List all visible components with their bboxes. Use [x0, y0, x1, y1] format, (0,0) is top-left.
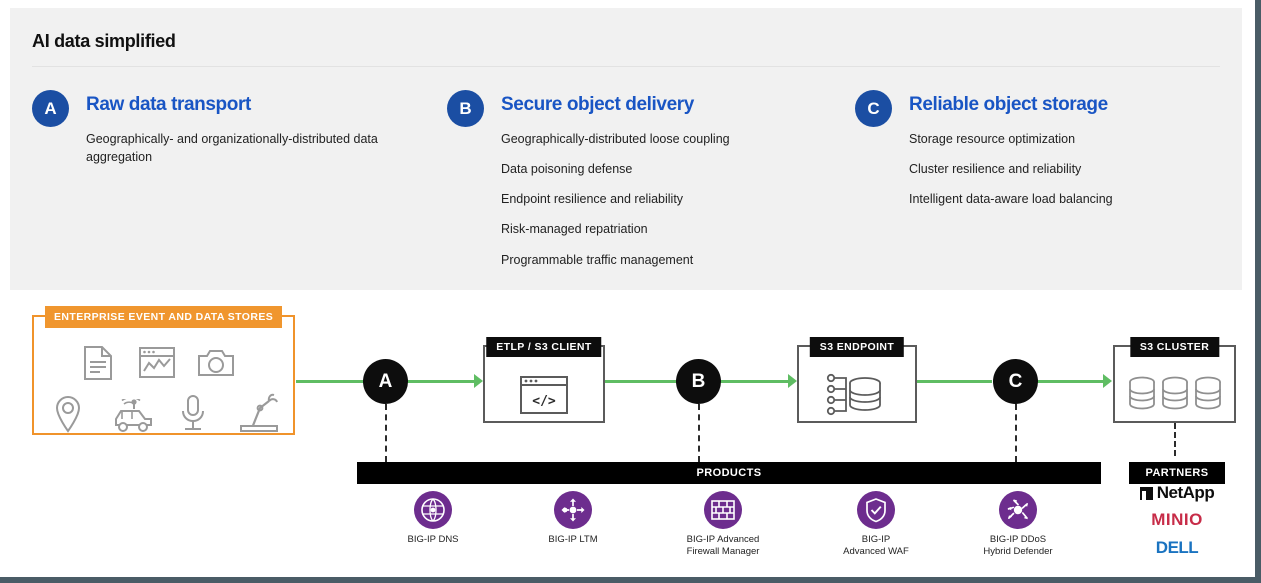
node-s3-endpoint: S3 ENDPOINT — [797, 337, 917, 423]
partner-label: NetApp — [1156, 483, 1215, 502]
partner-netapp: NetApp — [1117, 483, 1237, 503]
product-bigip-dns: BIG-IP DNS — [373, 491, 493, 546]
flow-line-segment — [407, 380, 474, 383]
connected-car-icon — [110, 396, 158, 440]
column-heading-c: Reliable object storage — [909, 94, 1108, 115]
partners-bar: PARTNERS — [1129, 462, 1225, 484]
chart-window-icon — [138, 346, 176, 384]
bullet-item: Cluster resilience and reliability — [909, 162, 1082, 177]
badge-b: B — [447, 90, 484, 127]
flow-line-segment — [916, 380, 992, 383]
shield-check-icon — [857, 491, 895, 529]
flow-line-segment — [1037, 380, 1103, 383]
dashed-connector — [1015, 404, 1017, 462]
svg-text:</>: </> — [532, 394, 556, 409]
enterprise-icon-group — [34, 333, 297, 438]
node-label: S3 CLUSTER — [1129, 337, 1220, 357]
partner-dell: DELL — [1117, 538, 1237, 558]
node-label: ETLP / S3 CLIENT — [486, 337, 602, 357]
robot-arm-icon — [238, 392, 282, 439]
column-bullets-c: Storage resource optimization Cluster re… — [909, 130, 1249, 208]
stage-circle-b: B — [676, 359, 721, 404]
column-heading-a: Raw data transport — [86, 94, 251, 115]
bullet-item: Endpoint resilience and reliability — [501, 192, 684, 207]
node-etlp-s3-client: ETLP / S3 CLIENT </> — [483, 337, 605, 423]
camera-icon — [197, 348, 235, 383]
enterprise-data-stores-label: ENTERPRISE EVENT AND DATA STORES — [45, 306, 283, 328]
document-icon — [82, 345, 114, 386]
product-label-line2: Firewall Manager — [686, 545, 760, 557]
product-bigip-ddos-hybrid-defender: BIG-IP DDoS Hybrid Defender — [958, 491, 1078, 558]
code-window-icon: </> — [485, 373, 603, 417]
product-label-line1: BIG-IP Advanced — [686, 534, 760, 545]
product-label-line2: Advanced WAF — [843, 545, 909, 557]
database-network-icon — [799, 373, 915, 417]
node-s3-cluster: S3 CLUSTER — [1113, 337, 1236, 423]
product-label: BIG-IP Advanced Firewall Manager — [663, 534, 783, 558]
products-bar: PRODUCTS — [357, 462, 1101, 484]
product-bigip-ltm: BIG-IP LTM — [513, 491, 633, 546]
product-label: BIG-IP DNS — [407, 534, 459, 545]
column-heading-b: Secure object delivery — [501, 94, 694, 115]
product-label-line1: BIG-IP — [861, 534, 891, 545]
summary-panel: AI data simplified A Raw data transport … — [10, 8, 1242, 290]
dashed-connector — [1174, 423, 1176, 456]
stage-circle-a: A — [363, 359, 408, 404]
stage-circle-c: C — [993, 359, 1038, 404]
flow-line-segment — [720, 380, 788, 383]
product-label: BIG-IP Advanced WAF — [816, 534, 936, 558]
flow-arrow-icon — [1103, 374, 1112, 388]
ddos-scatter-icon — [999, 491, 1037, 529]
load-balance-icon — [554, 491, 592, 529]
firewall-brick-icon — [704, 491, 742, 529]
badge-c: C — [855, 90, 892, 127]
netapp-logo-mark-icon — [1139, 487, 1153, 500]
node-label: S3 ENDPOINT — [809, 337, 905, 357]
product-label-line2: Hybrid Defender — [983, 545, 1053, 557]
flow-arrow-icon — [474, 374, 483, 388]
database-stack-icon — [1115, 373, 1234, 417]
badge-a: A — [32, 90, 69, 127]
architecture-diagram: ENTERPRISE EVENT AND DATA STORES — [0, 295, 1261, 583]
product-bigip-advanced-waf: BIG-IP Advanced WAF — [816, 491, 936, 558]
dashed-connector — [385, 404, 387, 462]
column-bullets-b: Geographically-distributed loose couplin… — [501, 130, 841, 269]
microphone-icon — [180, 394, 206, 439]
column-bullets-a: Geographically- and organizationally-dis… — [86, 130, 426, 166]
product-label-line1: BIG-IP DDoS — [989, 534, 1047, 545]
product-label: BIG-IP LTM — [548, 534, 598, 545]
bullet-item: Data poisoning defense — [501, 162, 633, 177]
product-bigip-advanced-firewall-manager: BIG-IP Advanced Firewall Manager — [663, 491, 783, 558]
partner-label: DELL — [1155, 538, 1199, 557]
bullet-item: Geographically- and organizationally-dis… — [86, 132, 378, 165]
bullet-item: Programmable traffic management — [501, 252, 694, 267]
dashed-connector — [698, 404, 700, 462]
location-pin-icon — [54, 395, 82, 438]
flow-line-segment — [604, 380, 678, 383]
product-label: BIG-IP DDoS Hybrid Defender — [958, 534, 1078, 558]
bullet-item: Risk-managed repatriation — [501, 222, 648, 237]
globe-dns-icon — [414, 491, 452, 529]
page-title: AI data simplified — [32, 31, 176, 51]
partner-label: MINIO — [1151, 510, 1203, 529]
bullet-item: Storage resource optimization — [909, 132, 1076, 146]
title-divider — [32, 66, 1220, 67]
partner-minio: MINIO — [1117, 510, 1237, 530]
flow-arrow-icon — [788, 374, 797, 388]
bullet-item: Geographically-distributed loose couplin… — [501, 132, 730, 146]
bullet-item: Intelligent data-aware load balancing — [909, 192, 1113, 207]
flow-line-segment — [296, 380, 366, 383]
